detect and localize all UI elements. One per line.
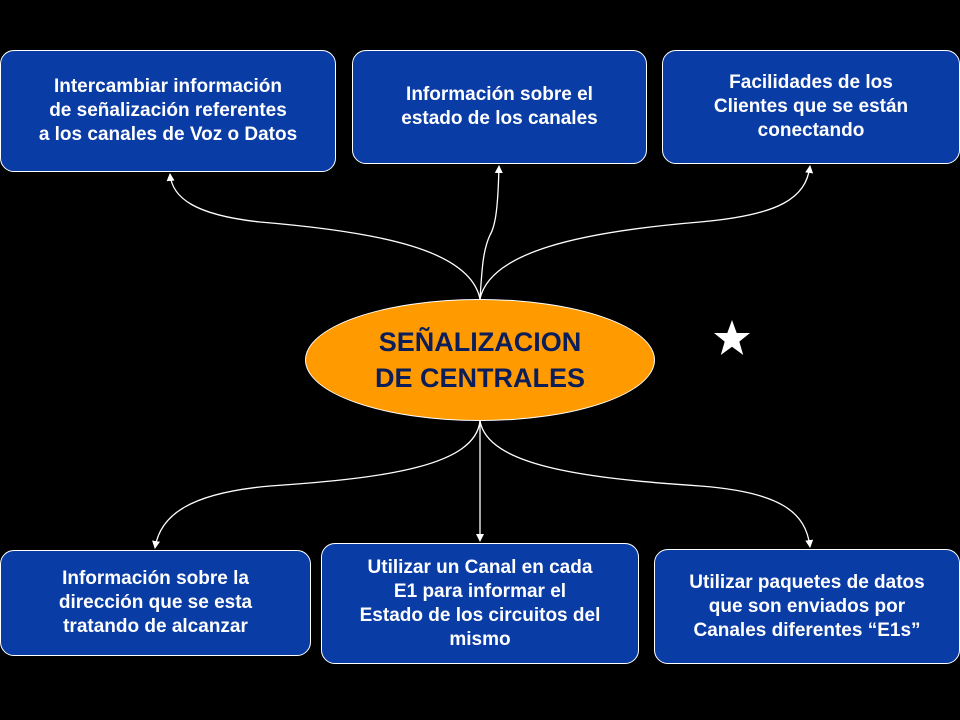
node-top-right: Facilidades de los Clientes que se están…	[662, 50, 960, 164]
node-top-center: Información sobre el estado de los canal…	[352, 50, 647, 164]
central-node: SEÑALIZACION DE CENTRALES	[305, 299, 655, 421]
node-bottom-center: Utilizar un Canal en cada E1 para inform…	[321, 543, 639, 664]
node-top-left: Intercambiar información de señalización…	[0, 50, 336, 172]
star-icon	[714, 320, 750, 355]
node-bottom-left: Información sobre la dirección que se es…	[0, 550, 311, 656]
connector-to-top-center	[479, 165, 503, 300]
connector-to-bottom-right	[479, 420, 814, 548]
connector-to-bottom-left	[152, 420, 481, 549]
connector-to-top-right	[479, 165, 814, 300]
node-bottom-right: Utilizar paquetes de datos que son envia…	[654, 549, 960, 664]
connector-to-top-left	[166, 173, 481, 300]
